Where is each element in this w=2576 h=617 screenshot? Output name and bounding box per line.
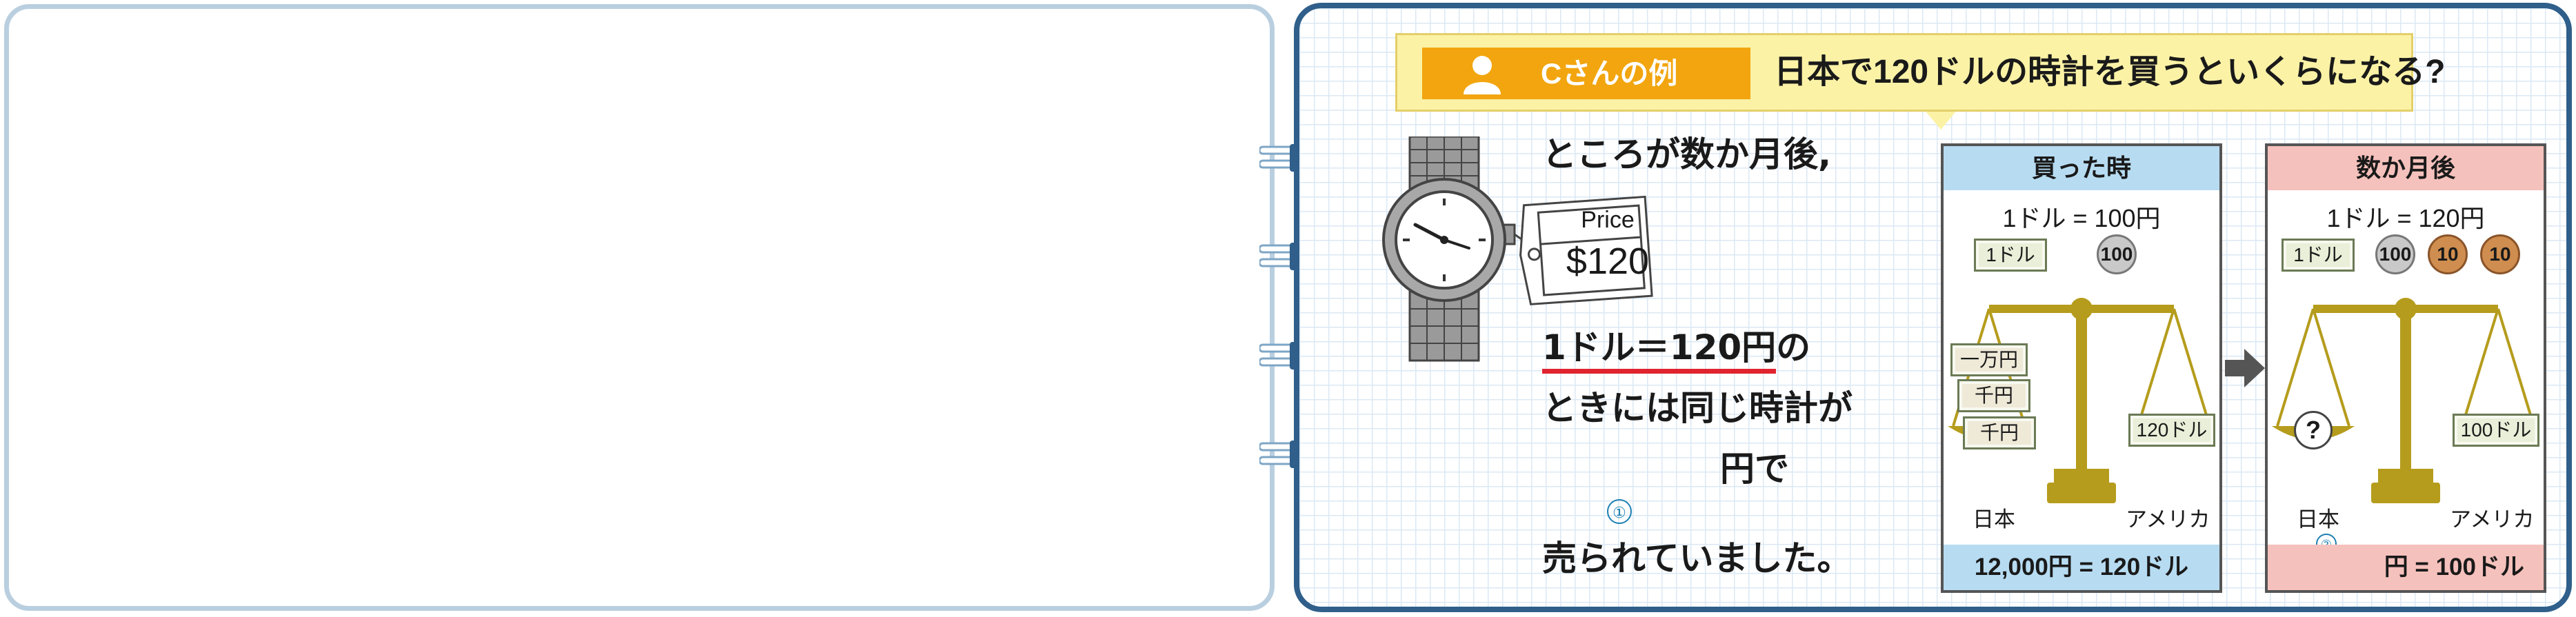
story-line-4: 円で bbox=[1720, 449, 1789, 489]
dollar-bill-120: 120ドル bbox=[2128, 414, 2215, 447]
balance-scale-icon bbox=[2272, 298, 2539, 503]
dollar-bill: 1ドル bbox=[1974, 239, 2047, 272]
coin-100: 100 bbox=[2097, 234, 2137, 274]
story-line-1: ところが数か月後, bbox=[1542, 134, 1831, 174]
story-line-3: ときには同じ時計が bbox=[1542, 388, 1853, 428]
story-line-2-suffix: の bbox=[1776, 327, 1811, 367]
right-page: Cさんの例 日本で120ドルの時計を買うといくらになる? bbox=[1294, 3, 2572, 612]
person-icon bbox=[1458, 53, 1506, 97]
price-tag bbox=[1519, 195, 1653, 305]
coin-10: 10 bbox=[2480, 234, 2520, 274]
panel-bought-footer: 12,000円 = 120ドル bbox=[1944, 545, 2219, 590]
story-line-5: 売られていました。 bbox=[1542, 538, 1852, 578]
label-america: アメリカ bbox=[2126, 507, 2210, 532]
yen-bill-10000: 一万円 bbox=[1950, 343, 2028, 376]
label-america: アメリカ bbox=[2450, 507, 2535, 532]
panel-later-footer: 円 = 100ドル bbox=[2268, 545, 2544, 590]
panel-later-footer-text: 円 = 100ドル bbox=[2384, 554, 2524, 580]
label-japan: 日本 bbox=[2297, 507, 2339, 532]
price-tag-amount: $120 bbox=[1566, 241, 1650, 282]
label-japan: 日本 bbox=[1973, 507, 2015, 532]
dollar-bill: 1ドル bbox=[2282, 239, 2355, 272]
arrow-right-icon bbox=[2225, 349, 2265, 387]
name-badge: Cさんの例 bbox=[1422, 48, 1750, 99]
panel-later: 数か月後 1ドル = 120円 1ドル 100 10 10 ? 100ドル 日本… bbox=[2265, 143, 2546, 593]
coin-100: 100 bbox=[2375, 234, 2415, 274]
panel-bought-header: 買った時 bbox=[1944, 146, 2219, 190]
left-page bbox=[4, 4, 1275, 611]
answer-blank-1: ① bbox=[1607, 499, 1632, 524]
panel-bought: 買った時 1ドル = 100円 1ドル 100 一万円 千円 千円 120ドル … bbox=[1941, 143, 2222, 593]
yen-bill-1000: 千円 bbox=[1963, 416, 2036, 449]
exchange-rate-highlight: 1ドル＝120円 bbox=[1542, 327, 1777, 374]
watch-icon bbox=[1382, 135, 1548, 362]
coin-10: 10 bbox=[2428, 234, 2468, 274]
watch-illustration: Price $120 bbox=[1367, 135, 1657, 367]
badge-label: Cさんの例 bbox=[1541, 57, 1678, 90]
panel-later-header: 数か月後 bbox=[2268, 146, 2544, 190]
panel-later-rate: 1ドル = 120円 bbox=[2326, 204, 2485, 232]
unknown-amount-icon: ? bbox=[2294, 411, 2333, 449]
yen-bill-1000: 千円 bbox=[1957, 379, 2030, 412]
price-tag-label: Price bbox=[1581, 207, 1635, 233]
panel-bought-rate: 1ドル = 100円 bbox=[2002, 204, 2161, 232]
question-banner: Cさんの例 日本で120ドルの時計を買うといくらになる? bbox=[1395, 33, 2445, 112]
dollar-bill-100: 100ドル bbox=[2453, 414, 2539, 447]
story-line-2: 1ドル＝120円の bbox=[1542, 320, 1811, 374]
banner-question: 日本で120ドルの時計を買うといくらになる? bbox=[1774, 54, 2446, 90]
